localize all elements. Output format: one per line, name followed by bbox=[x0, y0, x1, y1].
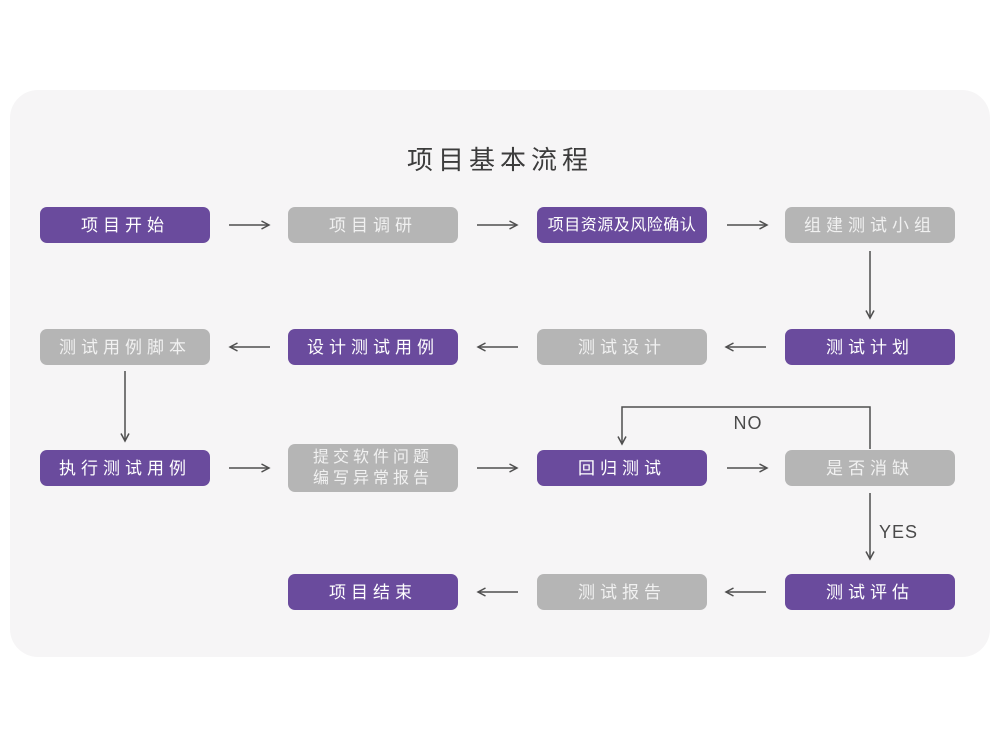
edge-label-no: NO bbox=[733, 413, 763, 433]
node-defect-resolved: 是否消缺 bbox=[785, 450, 955, 486]
node-test-plan: 测试计划 bbox=[785, 329, 955, 365]
flowchart-card bbox=[10, 90, 990, 657]
node-execute-test-cases: 执行测试用例 bbox=[40, 450, 210, 486]
node-resources-risk-confirm: 项目资源及风险确认 bbox=[537, 207, 707, 243]
node-test-case-script: 测试用例脚本 bbox=[40, 329, 210, 365]
node-regression-test: 回归测试 bbox=[537, 450, 707, 486]
node-project-end: 项目结束 bbox=[288, 574, 458, 610]
diagram-title: 项目基本流程 bbox=[406, 145, 593, 175]
node-test-design: 测试设计 bbox=[537, 329, 707, 365]
node-test-evaluation: 测试评估 bbox=[785, 574, 955, 610]
node-project-start: 项目开始 bbox=[40, 207, 210, 243]
edge-label-yes: YES bbox=[879, 522, 919, 542]
node-build-test-team: 组建测试小组 bbox=[785, 207, 955, 243]
node-design-test-cases: 设计测试用例 bbox=[288, 329, 458, 365]
node-test-report: 测试报告 bbox=[537, 574, 707, 610]
node-project-research: 项目调研 bbox=[288, 207, 458, 243]
node-submit-issue-report: 提交软件问题 编写异常报告 bbox=[288, 444, 458, 492]
